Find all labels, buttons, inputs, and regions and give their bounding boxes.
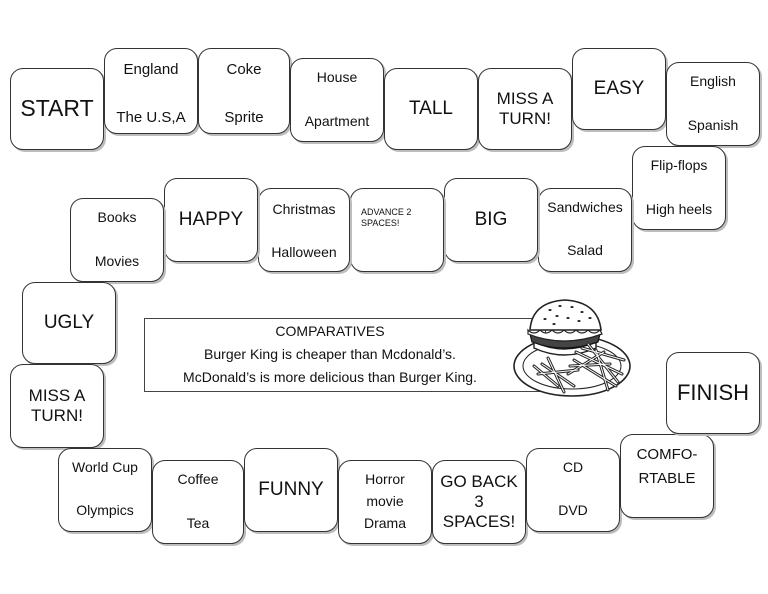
square-worldcup-olympics: World Cup Olympics [58,448,152,532]
square-word-1: Sandwiches [547,199,623,215]
square-word-2: Olympics [76,502,134,518]
square-word-1: COMFO- [636,446,698,463]
square-word-2: Spanish [687,117,739,133]
square-line-3: SPACES! [442,512,516,532]
square-funny: FUNNY [244,448,338,532]
square-go-back-3: GO BACK 3 SPACES! [432,460,526,544]
burger-and-fries-icon [513,299,631,397]
square-line-1: GO BACK [440,471,518,491]
square-english-spanish: English Spanish [666,62,760,146]
square-line-2: TURN! [499,109,551,128]
square-sandwiches-salad: Sandwiches Salad [538,188,632,272]
square-miss-a-turn-2: MISS A TURN! [10,364,104,448]
square-line-2: 3 [474,491,484,511]
square-books-movies: Books Movies [70,198,164,282]
square-ugly: UGLY [22,282,116,364]
square-word-1: UGLY [43,311,95,333]
square-word-1: England [123,61,179,78]
panel-title: COMPARATIVES [275,323,385,339]
square-flipflops-heels: Flip-flops High heels [632,146,726,230]
square-miss-a-turn-1: MISS A TURN! [478,68,572,150]
square-word-1: Flip-flops [650,157,708,173]
square-line-2: SPACES! [361,217,400,228]
square-word-2: Movies [94,253,140,269]
square-word-2: High heels [645,201,713,217]
square-word-1: Horror [365,471,405,487]
square-word-1: HAPPY [178,208,244,230]
square-word-2: DVD [558,502,588,518]
start-label: START [20,95,94,122]
square-word-1: Books [97,209,137,225]
square-word-2: Halloween [271,244,337,260]
square-word-1: House [316,69,358,85]
square-word-2: movie [366,493,404,509]
square-big: BIG [444,178,538,262]
square-word-1: Christmas [272,201,336,217]
square-word-2: Apartment [304,113,370,129]
square-word-1: FUNNY [258,478,324,500]
comparatives-panel: COMPARATIVES Burger King is cheaper than… [144,318,546,392]
square-horror-drama: Horror movie Drama [338,460,432,544]
square-word-1: English [690,73,736,89]
square-word-2: Tea [186,515,210,531]
square-coke-sprite: Coke Sprite [198,48,290,134]
square-word-2: The U.S,A [116,109,186,126]
square-word-2: RTABLE [638,470,696,487]
square-tall: TALL [384,68,478,150]
square-coffee-tea: Coffee Tea [152,460,244,544]
panel-line-1: Burger King is cheaper than Mcdonald’s. [204,346,456,362]
square-word-1: EASY [593,77,645,99]
square-line-1: ADVANCE 2 [361,207,412,217]
square-christmas-halloween: Christmas Halloween [258,188,350,272]
square-line-1: MISS A [28,385,86,405]
square-comfortable: COMFO- RTABLE [620,434,714,518]
square-word-1: CD [562,459,584,475]
square-word-1: TALL [408,97,453,119]
square-house-apartment: House Apartment [290,58,384,142]
square-advance-2: ADVANCE 2 SPACES! [350,188,444,272]
square-word-2: Salad [567,242,603,258]
square-word-1: World Cup [72,459,138,475]
square-word-1: BIG [474,208,508,230]
square-word-3: Drama [363,515,406,531]
square-line-2: TURN! [31,406,83,425]
finish-square: FINISH [666,352,760,434]
square-happy: HAPPY [164,178,258,262]
square-england-usa: England The U.S,A [104,48,198,134]
square-word-1: Coffee [177,471,219,487]
square-easy: EASY [572,48,666,130]
start-square: START [10,68,104,150]
panel-line-2: McDonald’s is more delicious than Burger… [183,369,477,385]
square-word-2: Sprite [224,109,264,126]
square-word-1: Coke [226,61,262,78]
square-line-1: MISS A [496,88,554,108]
finish-label: FINISH [676,380,750,406]
square-cd-dvd: CD DVD [526,448,620,532]
